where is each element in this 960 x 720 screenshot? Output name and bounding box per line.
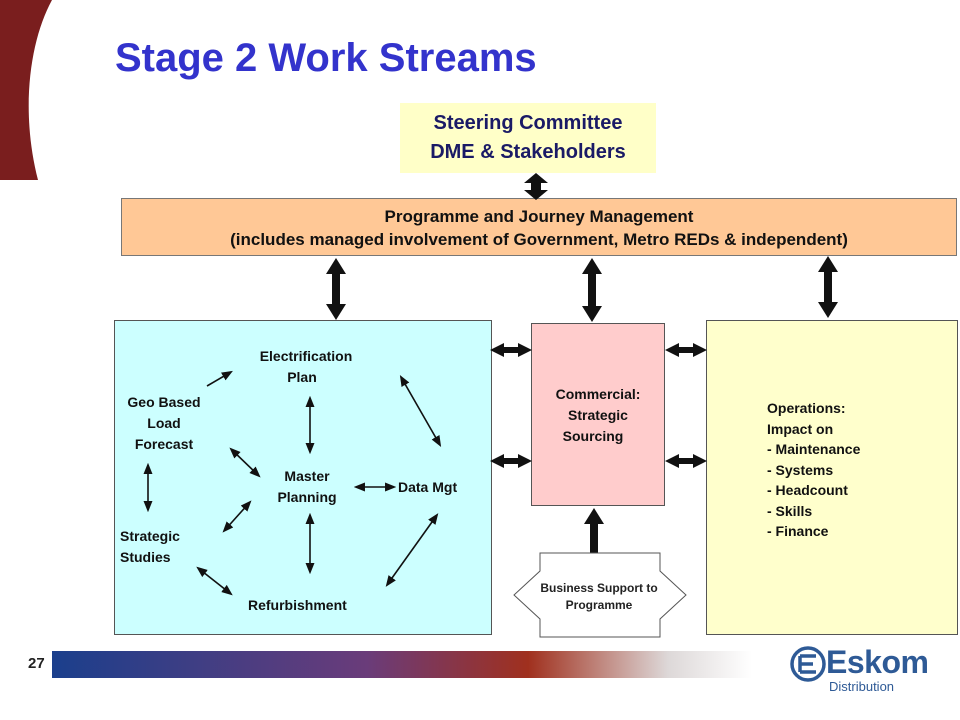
steering-committee-box: Steering Committee DME & Stakeholders (400, 103, 656, 173)
refurbishment-label: Refurbishment (248, 597, 347, 613)
electrification-line-2: Plan (287, 369, 317, 385)
steering-programme-arrow (524, 173, 548, 200)
operations-label: Operations: Impact on - Maintenance - Sy… (767, 398, 860, 542)
corner-accent (0, 0, 52, 180)
operations-item: - Systems (767, 461, 834, 478)
steering-line-2: DME & Stakeholders (430, 141, 626, 163)
refurbishment-datamgt-arrow (385, 513, 439, 587)
operations-line-2: Impact on (767, 420, 834, 437)
eskom-logo-icon (790, 646, 826, 682)
commercial-line-3: Sourcing (562, 428, 624, 444)
commercial-box (531, 323, 665, 506)
geo-line-3: Forecast (134, 436, 194, 452)
strategic-master-arrow (222, 500, 252, 533)
operations-box (706, 320, 958, 635)
commercial-operations-arrow-bottom (665, 454, 707, 468)
business-support-line-1: Business Support to (540, 581, 658, 595)
geo-line-1: Geo Based (127, 394, 201, 410)
eskom-logo-subtitle: Distribution (829, 679, 895, 694)
electrification-datamgt-arrow (399, 375, 442, 447)
footer-bar (52, 651, 752, 678)
geo-electrification-arrow (206, 370, 233, 387)
programme-management-box: Programme and Journey Management (includ… (121, 198, 957, 256)
operations-item: - Maintenance (767, 441, 861, 457)
data-mgt-label: Data Mgt (398, 479, 458, 495)
master-line-2: Planning (277, 489, 337, 505)
master-planning-label: Master Planning (255, 466, 359, 508)
business-support-shape (513, 552, 687, 638)
programme-commercial-arrow (582, 258, 602, 322)
geo-master-arrow (229, 447, 261, 478)
workstreams-commercial-arrow-top (490, 343, 532, 357)
programme-line-1: Programme and Journey Management (384, 207, 694, 226)
geo-line-2: Load (147, 415, 181, 431)
strategic-studies-label: Strategic Studies (120, 526, 180, 568)
programme-operations-arrow (818, 256, 838, 318)
electrification-plan-label: Electrification Plan (240, 346, 372, 388)
electrification-line-1: Electrification (259, 348, 353, 364)
commercial-line-1: Commercial: (555, 386, 641, 402)
programme-workstreams-arrow (326, 258, 346, 320)
operations-line-1: Operations: (767, 400, 846, 416)
strategic-refurbishment-arrow (196, 566, 233, 596)
commercial-label: Commercial: Strategic Sourcing (531, 384, 665, 447)
page-title: Stage 2 Work Streams (115, 36, 537, 80)
operations-item: - Skills (767, 502, 813, 519)
strategic-line-1: Strategic (120, 528, 180, 544)
strategic-line-2: Studies (120, 549, 171, 565)
programme-line-2: (includes managed involvement of Governm… (230, 230, 848, 249)
master-line-1: Master (284, 468, 330, 484)
geo-load-forecast-label: Geo Based Load Forecast (116, 392, 212, 455)
operations-item: - Headcount (767, 482, 848, 498)
commercial-line-2: Strategic (568, 407, 628, 423)
workstreams-commercial-arrow-bottom (490, 454, 532, 468)
steering-line-1: Steering Committee (433, 112, 623, 134)
business-support-line-2: Programme (565, 598, 633, 612)
operations-item: - Finance (767, 523, 829, 539)
commercial-operations-arrow-top (665, 343, 707, 357)
page-number: 27 (28, 655, 45, 672)
eskom-logo-text: Eskom (826, 644, 929, 680)
business-support-label: Business Support to Programme (518, 580, 680, 614)
